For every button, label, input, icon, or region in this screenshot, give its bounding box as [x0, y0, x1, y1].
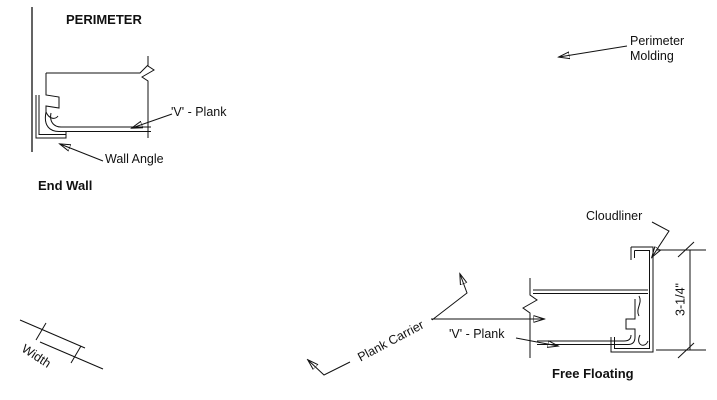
v-plank-left-label: 'V' - Plank: [171, 105, 227, 119]
leader-v-plank-left: [132, 113, 173, 128]
plank-hooked-edge: [625, 299, 636, 345]
free-floating-section-detail: [522, 246, 654, 358]
end-wall-title: End Wall: [38, 178, 93, 193]
plank-torn-edge: [45, 73, 60, 112]
plank-bottom-inner: [50, 112, 151, 128]
break-line: [141, 56, 155, 138]
tick-slash: [677, 342, 695, 359]
perimeter-title: PERIMETER: [66, 12, 142, 27]
cloudliner-inner: [614, 250, 650, 349]
height-dimension-label: 3-1/4": [673, 283, 688, 316]
cloudliner-label: Cloudliner: [586, 209, 643, 223]
leader-perimeter-molding: [559, 45, 628, 57]
cloudliner-outer: [610, 246, 654, 353]
wall-angle-inner: [38, 95, 66, 135]
plank-top-face: [533, 289, 648, 294]
leader-cloudliner: [652, 221, 670, 257]
plank-hooked-edge-inner: [623, 334, 632, 342]
plank-curl-hook: [45, 111, 59, 119]
plank-bottom-outer: [44, 111, 151, 132]
end-wall-section-detail: [31, 7, 155, 152]
break-line: [522, 278, 538, 358]
plank-top-edge-detail: [46, 64, 149, 74]
v-plank-right-label: 'V' - Plank: [449, 327, 505, 341]
dimension-line: [19, 319, 86, 349]
wall-angle-label: Wall Angle: [105, 152, 164, 166]
perimeter-molding-label: Perimeter Molding: [630, 34, 685, 63]
width-dimension: [19, 319, 104, 370]
leader-v-plank-right: [515, 337, 558, 346]
leader-plank-carrier-a: [308, 360, 351, 376]
tear-squiggle: [637, 295, 641, 317]
leader-wall-angle: [60, 144, 104, 162]
callout-leaders: [60, 45, 670, 376]
free-floating-title: Free Floating: [552, 366, 634, 381]
rolled-edge: [638, 334, 649, 346]
tick-slash: [35, 322, 47, 341]
tick-slash: [677, 241, 695, 258]
height-dimension: [656, 241, 706, 359]
leader-plank-carrier-b: [431, 274, 468, 321]
tick-slash: [70, 345, 82, 364]
dimension-line: [39, 341, 104, 370]
